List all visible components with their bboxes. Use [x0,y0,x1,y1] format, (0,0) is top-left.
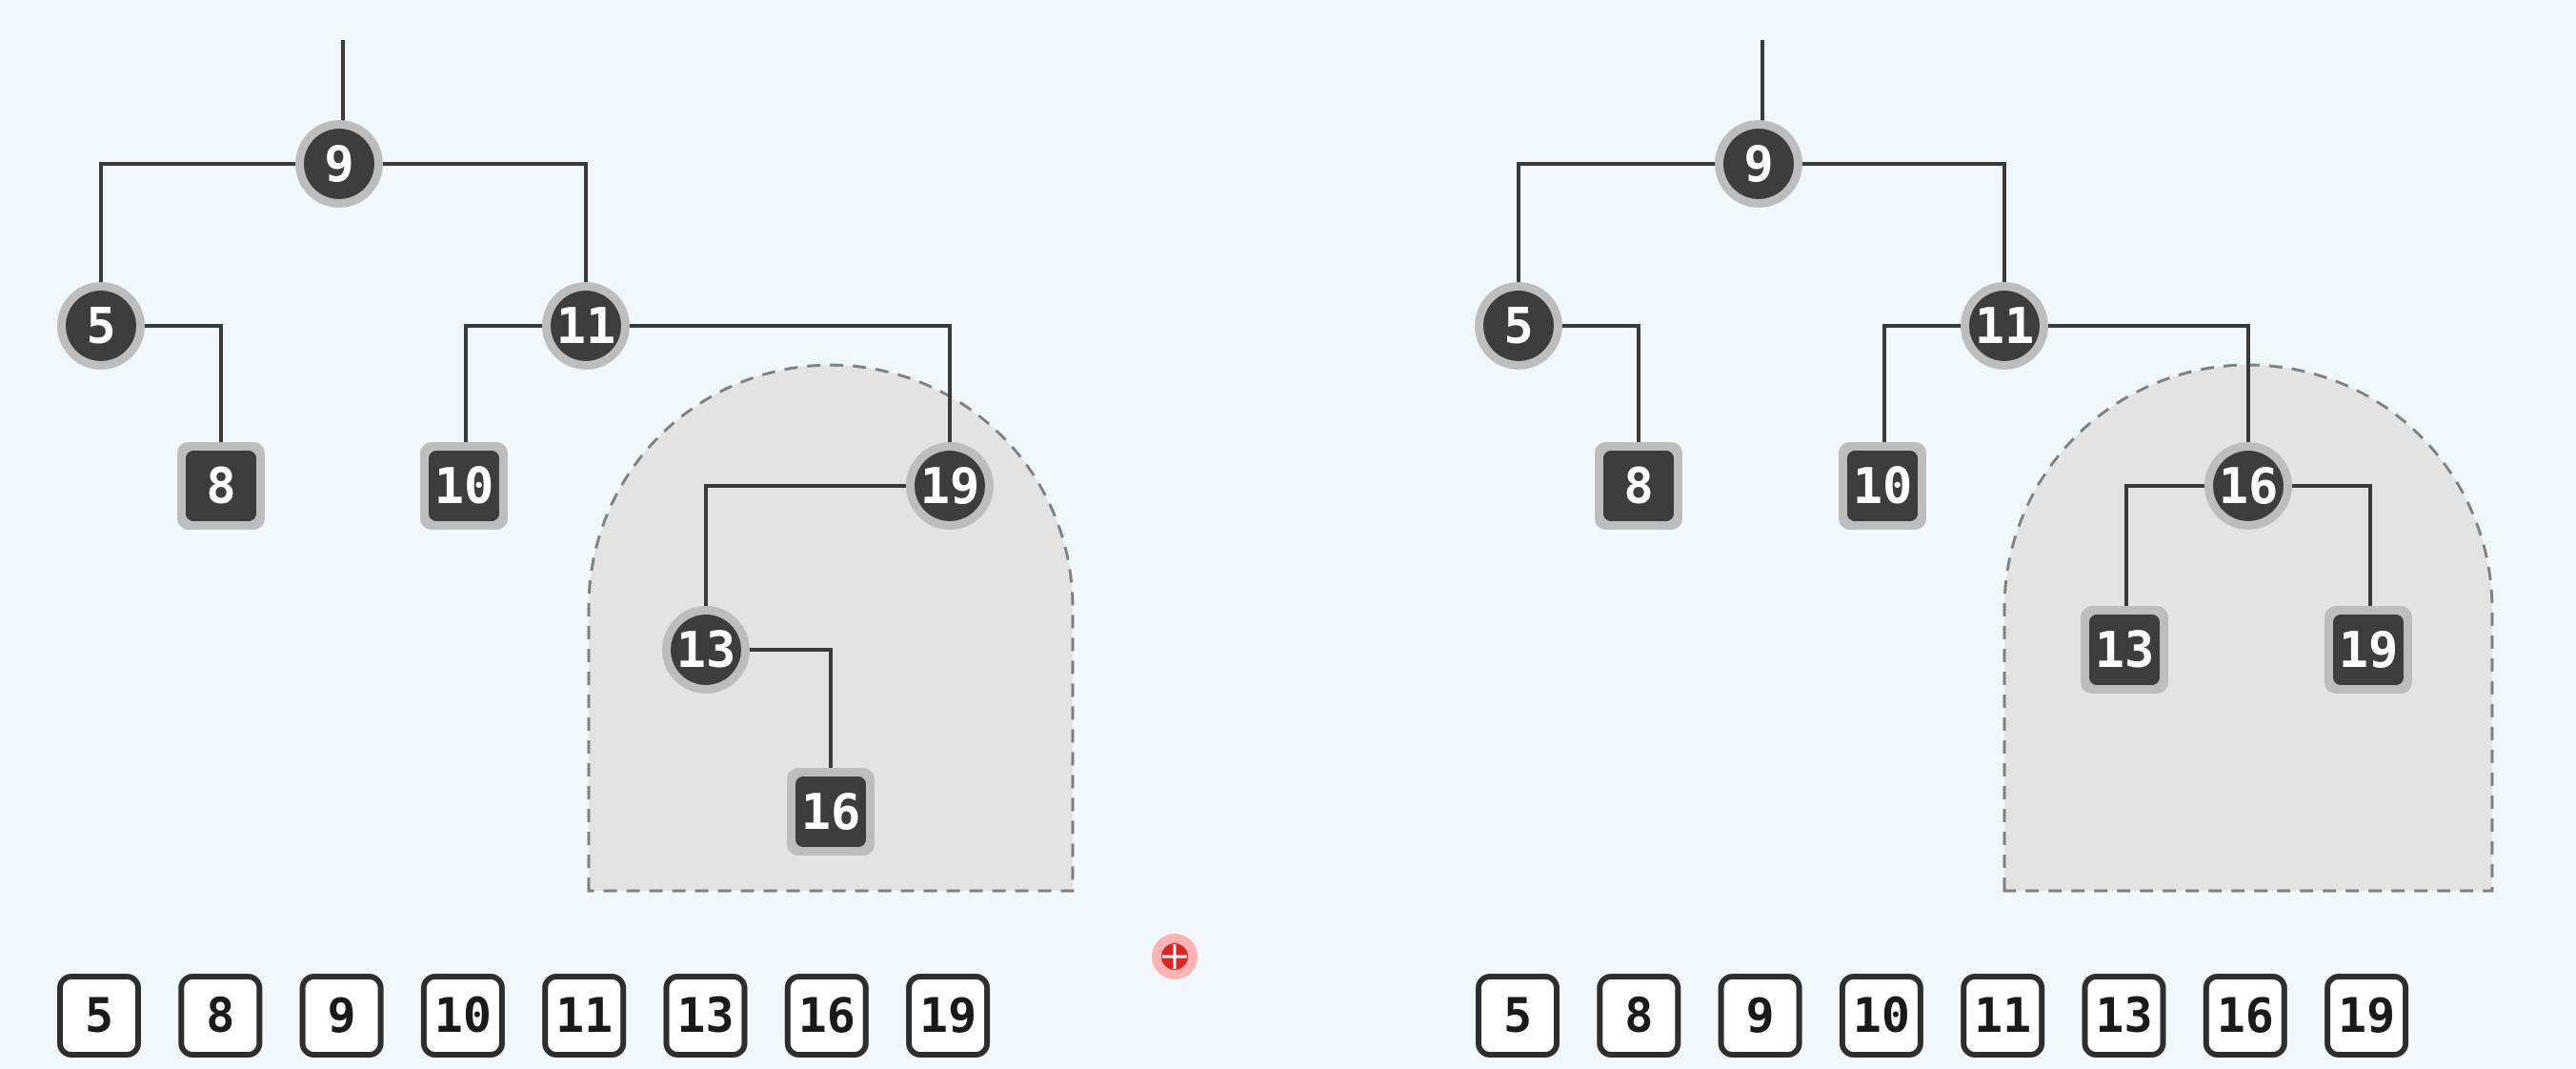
tree-after-rotation: 9 5 11 8 10 16 13 19 5 8 9 10 11 13 16 19 [1475,40,2494,1058]
tree-edge [1517,162,1721,297]
sorted-key: 9 [299,974,384,1058]
node-label: 8 [1623,458,1653,515]
sorted-key-label: 13 [676,988,734,1043]
tree-node: 9 [1715,120,1802,208]
tree-node: 13 [2081,606,2168,694]
sorted-key-label: 11 [555,988,613,1043]
tree-edge [704,484,914,621]
tree-edge [2284,484,2372,623]
tree-node: 19 [2324,606,2412,694]
tree-node: 10 [420,442,508,530]
sorted-key: 19 [2324,974,2409,1058]
node-label: 9 [1743,136,1773,193]
tree-edge [1547,324,1640,459]
sorted-key: 9 [1718,974,1802,1058]
sorted-key-label: 16 [2217,988,2274,1043]
sorted-key-label: 8 [1624,988,1653,1043]
tree-node: 10 [1839,442,1926,530]
node-label: 19 [2339,622,2399,679]
sorted-key: 11 [542,974,627,1058]
tree-edge [2043,324,2250,457]
tree-edge [1797,162,2006,297]
node-label: 10 [434,458,494,515]
tree-edge [623,324,952,457]
tree-edge [464,324,550,459]
sorted-key: 8 [178,974,263,1058]
sorted-key-label: 19 [919,988,976,1043]
click-target-icon [1152,934,1197,979]
node-label: 13 [676,622,736,679]
tree-edge [1882,324,1968,459]
tree-node: 11 [542,282,630,370]
node-label: 16 [801,784,861,841]
tree-node: 16 [2204,442,2292,530]
tree-before-rotation: 9 5 11 8 10 19 13 16 5 8 9 10 11 13 16 19 [57,40,1075,1058]
tree-node: 16 [787,768,875,856]
sorted-key: 5 [57,974,141,1058]
sorted-key-label: 5 [1503,988,1532,1043]
node-label: 19 [920,458,980,515]
tree-node: 5 [57,282,145,370]
sorted-key-label: 11 [1974,988,2031,1043]
sorted-key-label: 10 [434,988,492,1043]
node-label: 16 [2219,458,2279,515]
sorted-key-label: 10 [1853,988,1910,1043]
node-label: 11 [556,298,616,355]
sorted-key: 10 [420,974,505,1058]
sorted-key: 19 [906,974,991,1058]
node-label: 9 [324,136,353,193]
sorted-key: 5 [1476,974,1560,1058]
node-label: 5 [86,298,115,355]
sorted-key: 16 [784,974,869,1058]
tree-node: 11 [1961,282,2048,370]
sorted-key: 16 [2203,974,2287,1058]
sorted-key: 11 [1961,974,2045,1058]
sorted-key-label: 8 [206,988,234,1043]
tree-node: 13 [662,606,750,694]
sorted-key-label: 19 [2338,988,2395,1043]
tree-node: 8 [177,442,265,530]
tree-edge [377,162,588,297]
tree-node: 8 [1595,442,1682,530]
tree-edge [130,324,223,459]
tree-edge [99,162,301,297]
sorted-key-label: 9 [328,988,356,1043]
tree-node: 19 [906,442,994,530]
sorted-key: 10 [1839,974,1923,1058]
node-label: 5 [1503,298,1533,355]
tree-node: 5 [1475,282,1562,370]
node-label: 13 [2095,622,2155,679]
node-label: 10 [1853,458,1913,515]
sorted-key-label: 9 [1746,988,1775,1043]
sorted-key-label: 5 [85,988,113,1043]
tree-edge [742,648,833,785]
sorted-key-label: 13 [2095,988,2152,1043]
sorted-key: 8 [1597,974,1681,1058]
sorted-key-label: 16 [798,988,855,1043]
tree-edge [2124,484,2212,623]
tree-node: 9 [295,120,383,208]
sorted-key: 13 [2082,974,2166,1058]
sorted-key: 13 [663,974,748,1058]
node-label: 11 [1975,298,2035,355]
node-label: 8 [206,458,235,515]
